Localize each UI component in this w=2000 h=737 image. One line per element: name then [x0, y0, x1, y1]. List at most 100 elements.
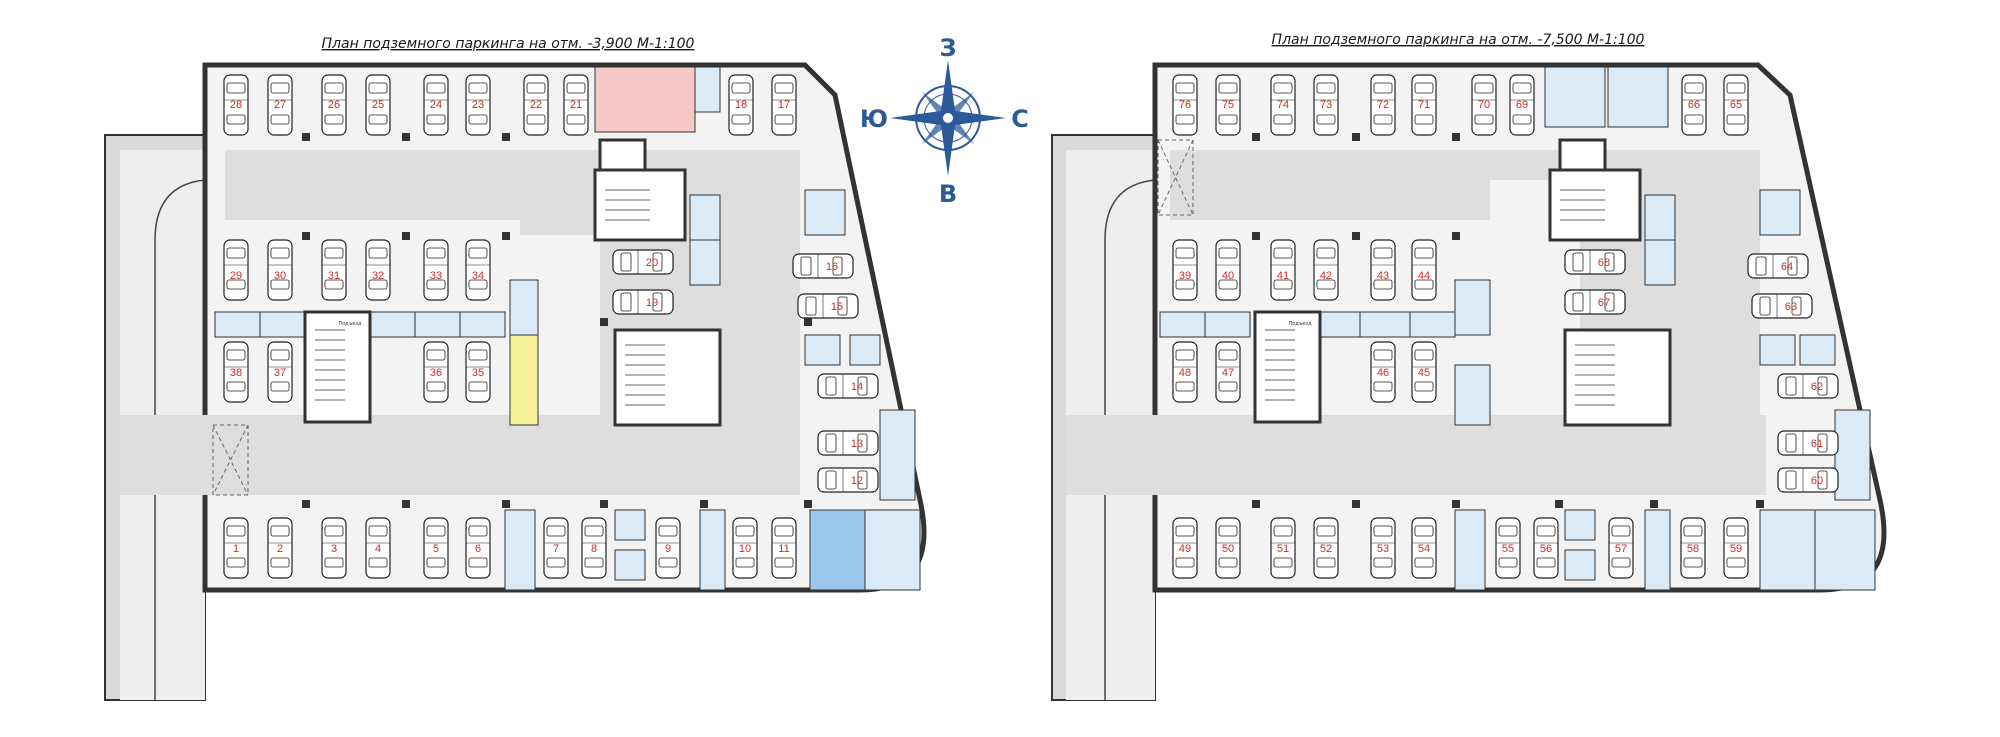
spot-number: 53: [1377, 543, 1389, 555]
spot-number: 10: [739, 543, 751, 555]
spot-number: 76: [1179, 99, 1191, 111]
spot-number: 14: [851, 381, 863, 393]
lobby-label-right: Подъезд: [1288, 321, 1312, 327]
spot-number: 27: [274, 99, 286, 111]
spot-number: 11: [778, 543, 789, 555]
spot-number: 21: [570, 99, 582, 111]
spot-number: 20: [646, 257, 658, 269]
spot-number: 52: [1320, 543, 1332, 555]
spot-number: 69: [1516, 99, 1528, 111]
spot-number: 40: [1222, 270, 1234, 282]
spot-number: 51: [1277, 543, 1289, 555]
spot-number: 48: [1179, 367, 1191, 379]
spot-number: 1: [233, 543, 239, 555]
spot-number: 38: [230, 367, 242, 379]
spot-number: 13: [851, 438, 863, 450]
spot-number: 67: [1598, 297, 1610, 309]
spot-number: 12: [851, 475, 863, 487]
stairs-right: [1265, 189, 1615, 406]
spot-number: 55: [1502, 543, 1514, 555]
spot-number: 29: [230, 270, 242, 282]
spot-number: 31: [328, 270, 340, 282]
spot-number: 15: [831, 301, 843, 313]
spot-number: 66: [1688, 99, 1700, 111]
spot-number: 26: [328, 99, 340, 111]
spot-number: 46: [1377, 367, 1389, 379]
spot-number: 39: [1179, 270, 1191, 282]
spot-number: 22: [530, 99, 542, 111]
spot-number: 60: [1811, 475, 1823, 487]
spot-number: 4: [375, 543, 381, 555]
spot-number: 28: [230, 99, 242, 111]
spot-number: 37: [274, 367, 286, 379]
spot-number: 43: [1377, 270, 1389, 282]
spot-number: 59: [1730, 543, 1742, 555]
plan-right: План подземного паркинга на отм. -7,500 …: [1051, 32, 1887, 701]
spot-number: 64: [1781, 261, 1793, 273]
stair-cores-left: [303, 138, 722, 427]
columns-left: [302, 133, 812, 508]
spot-number: 44: [1418, 270, 1430, 282]
spot-number: 70: [1478, 99, 1490, 111]
spot-number: 57: [1615, 543, 1627, 555]
spot-number: 3: [331, 543, 337, 555]
blue-room: [809, 509, 866, 591]
spot-number: 63: [1785, 301, 1797, 313]
spot-numbers-right: 76 75 74 73 72 71 70 69 66 65 39 40 41 4…: [1179, 99, 1823, 555]
spot-number: 9: [665, 543, 671, 555]
spot-number: 19: [646, 297, 658, 309]
spot-number: 68: [1598, 257, 1610, 269]
spot-number: 32: [372, 270, 384, 282]
spot-number: 23: [472, 99, 484, 111]
spot-number: 17: [778, 99, 790, 111]
spot-number: 50: [1222, 543, 1234, 555]
spot-number: 54: [1418, 543, 1430, 555]
compass-rose: З В Ю С: [860, 34, 1029, 208]
spot-number: 73: [1320, 99, 1332, 111]
plan-left: План подземного паркинга на отм. -3,900 …: [104, 36, 927, 701]
yellow-room: [509, 334, 539, 426]
stairs-left: [315, 189, 665, 406]
spot-number: 2: [277, 543, 283, 555]
spot-number: 24: [430, 99, 442, 111]
spot-number: 6: [475, 543, 481, 555]
spot-number: 72: [1377, 99, 1389, 111]
spot-number: 7: [553, 543, 559, 555]
compass-south-label: В: [939, 180, 957, 208]
spot-number: 58: [1687, 543, 1699, 555]
lobby-label-left: Подъезд: [338, 321, 362, 327]
spot-number: 25: [372, 99, 384, 111]
storage-rooms-left: [214, 66, 921, 591]
stair-cores-right: [1253, 138, 1672, 427]
plan-title-left: План подземного паркинга на отм. -3,900 …: [322, 36, 695, 52]
spot-number: 45: [1418, 367, 1430, 379]
spot-number: 35: [472, 367, 484, 379]
columns-right: [1252, 133, 1764, 508]
spot-number: 61: [1811, 438, 1823, 450]
compass-north-label: З: [939, 34, 956, 62]
spot-number: 49: [1179, 543, 1191, 555]
spot-number: 41: [1277, 270, 1289, 282]
compass-west-label: Ю: [860, 105, 888, 133]
compass-east-label: С: [1011, 105, 1029, 133]
pink-room: [594, 66, 696, 133]
spot-number: 56: [1540, 543, 1552, 555]
spot-numbers-left: 28 27 26 25 24 23 22 21 18 17 29 30 31 3…: [230, 99, 863, 555]
spot-number: 16: [826, 261, 838, 273]
spot-number: 8: [591, 543, 597, 555]
spot-number: 47: [1222, 367, 1234, 379]
spot-number: 75: [1222, 99, 1234, 111]
spot-number: 62: [1811, 381, 1823, 393]
spot-number: 42: [1320, 270, 1332, 282]
spot-number: 74: [1277, 99, 1289, 111]
spot-number: 18: [735, 99, 747, 111]
storage-rooms-right: [1159, 66, 1876, 591]
spot-number: 5: [433, 543, 439, 555]
spot-number: 33: [430, 270, 442, 282]
spot-number: 34: [472, 270, 484, 282]
spot-number: 36: [430, 367, 442, 379]
spot-number: 65: [1730, 99, 1742, 111]
plan-title-right: План подземного паркинга на отм. -7,500 …: [1272, 32, 1645, 48]
spot-number: 30: [274, 270, 286, 282]
